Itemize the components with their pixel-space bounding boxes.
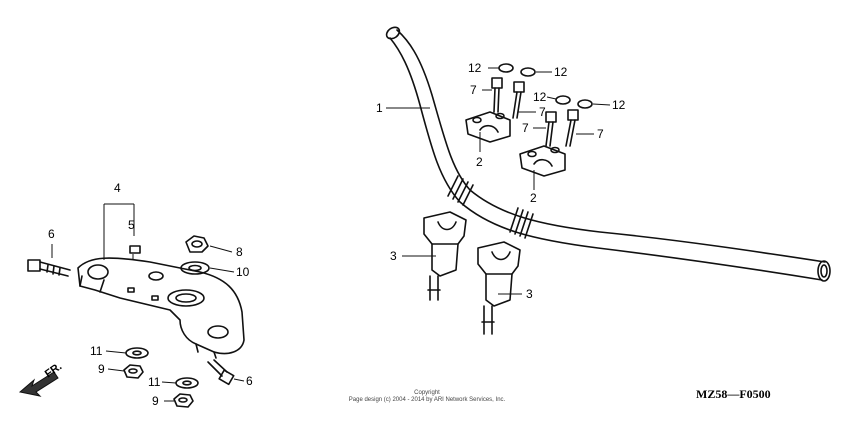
callout-10: 10 xyxy=(236,265,250,279)
bolt-6-left[interactable] xyxy=(27,259,71,277)
callout-11a: 11 xyxy=(90,344,103,358)
callout-5: 5 xyxy=(128,218,135,232)
callout-6b: 6 xyxy=(246,374,253,388)
callout-numbers: 1 2 2 3 3 4 5 6 6 7 7 7 7 8 9 9 10 11 11… xyxy=(48,61,626,408)
clip-5[interactable] xyxy=(129,245,141,254)
callout-6a: 6 xyxy=(48,227,55,241)
washer-11a[interactable] xyxy=(125,347,149,359)
copyright-title: Copyright xyxy=(414,390,440,396)
handlebar-holder-lower-left[interactable] xyxy=(423,211,467,301)
callout-3a: 3 xyxy=(390,249,397,263)
handlebar-holder-upper-right[interactable] xyxy=(519,145,566,177)
callout-9a: 9 xyxy=(98,362,105,376)
cap-12a[interactable] xyxy=(498,63,514,73)
front-direction-arrow: FR. xyxy=(18,360,64,397)
copyright-text: Page design (c) 2004 - 2014 by ARI Netwo… xyxy=(349,397,506,403)
nut-9a[interactable] xyxy=(123,364,144,379)
callout-12d: 12 xyxy=(612,98,626,112)
nut-9b[interactable] xyxy=(173,393,194,408)
handlebar-holder-upper-left[interactable] xyxy=(465,111,511,143)
leader-lines xyxy=(51,67,611,402)
bolt-7b[interactable] xyxy=(512,81,525,119)
bolt-7d[interactable] xyxy=(565,109,579,147)
handlebar[interactable] xyxy=(384,25,831,282)
callout-4: 4 xyxy=(114,181,121,195)
callout-11b: 11 xyxy=(148,375,161,389)
callout-7c: 7 xyxy=(522,121,529,135)
bolt-7c[interactable] xyxy=(545,111,557,147)
cap-12c[interactable] xyxy=(555,95,571,105)
callout-7d: 7 xyxy=(597,127,604,141)
cap-12b[interactable] xyxy=(520,67,536,77)
top-bridge[interactable] xyxy=(77,257,245,359)
callout-3b: 3 xyxy=(526,287,533,301)
cap-12d[interactable] xyxy=(577,99,593,109)
washer-11b[interactable] xyxy=(175,377,199,389)
callout-12a: 12 xyxy=(468,61,482,75)
callout-7b: 7 xyxy=(539,105,546,119)
callout-12c: 12 xyxy=(533,90,547,104)
callout-12b: 12 xyxy=(554,65,568,79)
diagram-code: MZ58—F0500 xyxy=(696,387,771,401)
bolt-6-right[interactable] xyxy=(207,359,235,386)
handlebar-holder-lower-right[interactable] xyxy=(477,241,521,335)
callout-2a: 2 xyxy=(476,155,483,169)
callout-8: 8 xyxy=(236,245,243,259)
bolt-7a[interactable] xyxy=(491,77,503,113)
nut-8[interactable] xyxy=(185,235,209,253)
callout-7a: 7 xyxy=(470,83,477,97)
callout-2b: 2 xyxy=(530,191,537,205)
callout-1: 1 xyxy=(376,101,383,115)
washer-10[interactable] xyxy=(180,261,210,275)
callout-9b: 9 xyxy=(152,394,159,408)
